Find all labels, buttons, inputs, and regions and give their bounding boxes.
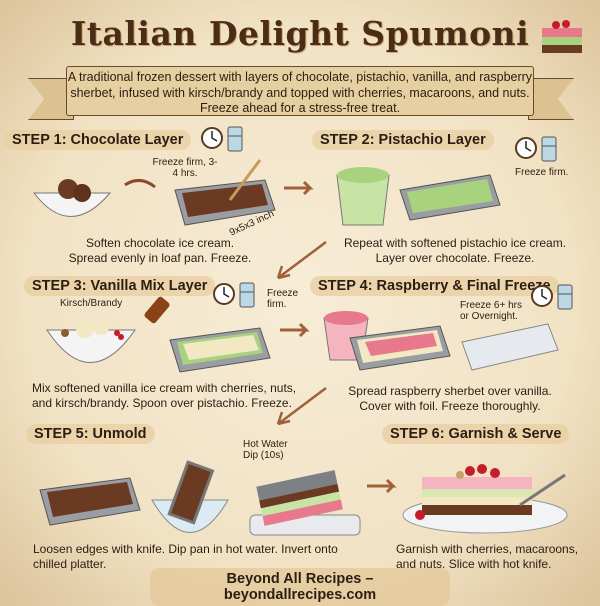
step-2-note-freeze: Freeze firm. (515, 167, 569, 178)
clock-icon (213, 283, 235, 305)
step-1-caption-line: Soften chocolate ice cream. (85, 236, 235, 250)
pistachio-loaf-pan-illustration (399, 174, 501, 221)
fridge-icon (557, 284, 573, 310)
step-4-caption-line: Spread raspberry sherbet over vanilla. (348, 384, 552, 398)
loosen-pan-illustration (39, 477, 141, 526)
step-3-note-kirsch: Kirsch/Brandy (60, 298, 123, 309)
page-title: Italian Delight Spumoni (70, 14, 530, 53)
clock-icon (531, 285, 553, 307)
step-5-note-hot-water: Hot Water Dip (10s) (243, 439, 288, 461)
pistachio-tub-illustration (336, 167, 390, 226)
vanilla-loaf-pan-illustration (169, 327, 271, 373)
step-3-caption-line: Mix softened vanilla ice cream with cher… (32, 381, 297, 395)
raspberry-loaf-pan-illustration (349, 325, 451, 371)
step-1-note-freeze: Freeze firm, 3-4 hrs. (152, 157, 218, 179)
foil-covered-pan-illustration (461, 323, 559, 371)
clock-icon (515, 137, 537, 159)
arrow-right-icon (284, 180, 314, 196)
step-5-header: STEP 5: Unmold (26, 424, 155, 444)
step-1-icons (201, 126, 243, 152)
step-5-caption-line: chilled platter. (33, 557, 107, 571)
arrow-right-icon (280, 322, 310, 338)
clock-icon (201, 127, 223, 149)
step-3-caption-line: and kirsch/brandy. Spoon over pistachio.… (32, 396, 292, 410)
step-6-caption-line: and nuts. Slice with hot knife. (396, 557, 552, 571)
step-3-note-freeze: Freeze firm. (267, 288, 299, 310)
arrow-down-left-icon (276, 241, 327, 280)
step-3-icons (213, 282, 255, 308)
step-2-icons (515, 136, 557, 162)
step-4-caption-line: Cover with foil. Freeze thoroughly. (359, 399, 541, 413)
step-6-caption-line: Garnish with cherries, macaroons, (396, 542, 579, 556)
fridge-icon (239, 282, 255, 308)
step-4-header: STEP 4: Raspberry & Final Freeze (310, 276, 559, 296)
step-1-caption-line: Spread evenly in loaf pan. Freeze. (68, 251, 252, 265)
step-6-header: STEP 6: Garnish & Serve (382, 424, 570, 444)
step-1-header: STEP 1: Chocolate Layer (4, 130, 192, 150)
ribbon-tail-right (528, 78, 574, 120)
step-4-note-freeze: Freeze 6+ hrs or Overnight. (460, 300, 522, 322)
garnished-spumoni-illustration (402, 464, 568, 534)
vanilla-mix-bowl-illustration (46, 296, 170, 363)
chocolate-bowl-illustration (32, 179, 156, 217)
arrow-right-icon (367, 478, 397, 494)
step-2-caption-line: Layer over chocolate. Freeze. (375, 251, 535, 265)
fridge-icon (227, 126, 243, 152)
intro-banner: A traditional frozen dessert with layers… (66, 66, 534, 116)
step-5-caption-line: Loosen edges with knife. Dip pan in hot … (33, 542, 338, 556)
step-3-header: STEP 3: Vanilla Mix Layer (24, 276, 216, 296)
footer-credit: Beyond All Recipes – beyondallrecipes.co… (150, 568, 450, 606)
chocolate-loaf-pan-illustration (174, 159, 276, 226)
invert-onto-platter-illustration (249, 470, 361, 536)
step-2-caption-line: Repeat with softened pistachio ice cream… (343, 236, 567, 250)
arrow-down-left-icon (276, 387, 327, 426)
hot-water-bowl-illustration (151, 460, 229, 533)
step-2-header: STEP 2: Pistachio Layer (312, 130, 494, 150)
step-4-icons (531, 284, 573, 310)
fridge-icon (541, 136, 557, 162)
spumoni-cake-icon (542, 20, 582, 53)
